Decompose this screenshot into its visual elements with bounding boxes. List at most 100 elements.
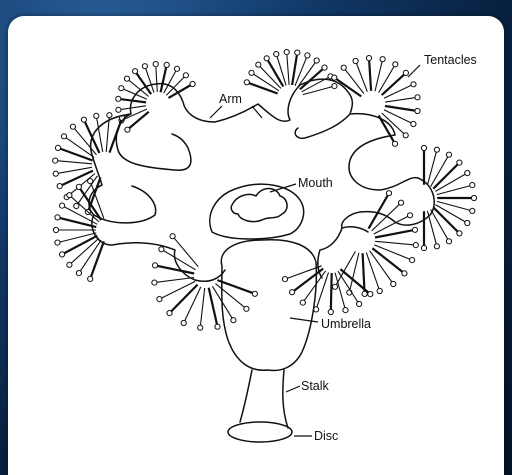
label-umbrella: Umbrella <box>321 317 371 331</box>
tentacle-knob <box>67 193 72 198</box>
tentacle-knob <box>341 65 346 70</box>
tentacle-knob <box>76 271 81 276</box>
tentacle <box>209 288 218 327</box>
label-tentacles: Tentacles <box>424 53 477 67</box>
tentacle-knob <box>353 58 358 63</box>
tentacle-knob <box>357 301 362 306</box>
tentacle-knob <box>174 66 179 71</box>
tentacle <box>303 86 335 95</box>
tentacle <box>384 110 414 124</box>
tentacle-knob <box>300 300 305 305</box>
tentacle-knob <box>457 231 462 236</box>
tentacle <box>331 273 332 312</box>
mouth-opening <box>231 189 287 222</box>
tentacle-knob <box>60 203 65 208</box>
tentacle-knob <box>412 227 417 232</box>
tentacle-knob <box>446 152 451 157</box>
tentacle-knob <box>457 160 462 165</box>
tentacle-knob <box>61 134 66 139</box>
tentacle <box>215 284 246 309</box>
tentacle-knob <box>252 291 257 296</box>
arm-leader-left <box>210 106 222 118</box>
tentacle-knob <box>393 62 398 67</box>
tentacle-knob <box>164 62 169 67</box>
stalk <box>240 370 288 428</box>
tentacle <box>382 73 406 95</box>
tentacle-knob <box>415 95 420 100</box>
tentacle-knob <box>332 75 337 80</box>
tentacle-knob <box>377 288 382 293</box>
tentacle <box>385 97 417 102</box>
tentacle <box>118 106 146 110</box>
tentacle-knob <box>67 262 72 267</box>
tentacle-knob <box>124 76 129 81</box>
tentacle <box>161 65 167 92</box>
tentacle-knob <box>403 133 408 138</box>
tentacle <box>334 78 361 97</box>
tentacle-knob <box>94 113 99 118</box>
tentacle-knob <box>60 252 65 257</box>
tentacle-knob <box>88 276 93 281</box>
tentacle-knob <box>70 124 75 129</box>
diagram-card: Tentacles Arm Mouth Umbrella Stalk Disc <box>8 16 504 475</box>
tentacle-knob <box>305 53 310 58</box>
tentacle-knob <box>116 107 121 112</box>
tentacle <box>155 265 194 273</box>
tentacle-knob <box>399 200 404 205</box>
tentacle-knob <box>256 62 261 67</box>
tentacle-knob <box>386 191 391 196</box>
label-mouth: Mouth <box>298 176 333 190</box>
tentacle-knob <box>434 147 439 152</box>
tentacle-knob <box>332 84 337 89</box>
tentacle <box>366 253 379 292</box>
tentacle <box>58 148 93 161</box>
tentacle-knob <box>403 70 408 75</box>
tentacle-knob <box>159 247 164 252</box>
tentacle-knob <box>76 184 81 189</box>
tentacle <box>384 84 414 98</box>
tentacle <box>374 245 412 260</box>
tentacle-knob <box>366 56 371 61</box>
tentacle <box>60 171 93 187</box>
tentacle-knob <box>142 64 147 69</box>
label-arm: Arm <box>219 92 242 106</box>
tentacle-knob <box>470 183 475 188</box>
label-disc: Disc <box>314 429 338 443</box>
umbrella-leader <box>290 318 318 322</box>
tentacle-knob <box>415 108 420 113</box>
oral-disc <box>210 184 304 239</box>
tentacle-knob <box>153 62 158 67</box>
tentacle-knob <box>249 70 254 75</box>
tentacle-knob <box>407 213 412 218</box>
tentacle <box>437 185 473 195</box>
tentacle-knob <box>411 121 416 126</box>
tentacle-knob <box>53 171 58 176</box>
arm-leader-right <box>252 106 262 118</box>
tentacle <box>287 52 289 85</box>
tentacle-knob <box>157 297 162 302</box>
tentacle <box>379 64 396 92</box>
tentacle <box>84 120 100 153</box>
tentacle-knob <box>244 80 249 85</box>
tentacle-knob <box>284 50 289 55</box>
tentacle-knob <box>81 117 86 122</box>
tentacle <box>170 285 198 314</box>
tentacle <box>156 64 158 92</box>
tentacle-knob <box>290 290 295 295</box>
tentacle <box>159 281 195 299</box>
tentacle-knob <box>181 320 186 325</box>
tentacle <box>385 106 418 111</box>
tentacle-knob <box>421 245 426 250</box>
tentacle <box>58 217 97 227</box>
tentacle-knob <box>53 158 58 163</box>
tentacle-knob <box>434 244 439 249</box>
tentacle-knob <box>465 220 470 225</box>
tentacle-knob <box>244 306 249 311</box>
tentacle <box>55 161 92 164</box>
tentacle-knob <box>274 52 279 57</box>
tentacle-knob <box>198 325 203 330</box>
tentacle-knob <box>55 215 60 220</box>
tentacle-knob <box>368 292 373 297</box>
tentacle-knob <box>55 145 60 150</box>
tentacle-knob <box>413 243 418 248</box>
